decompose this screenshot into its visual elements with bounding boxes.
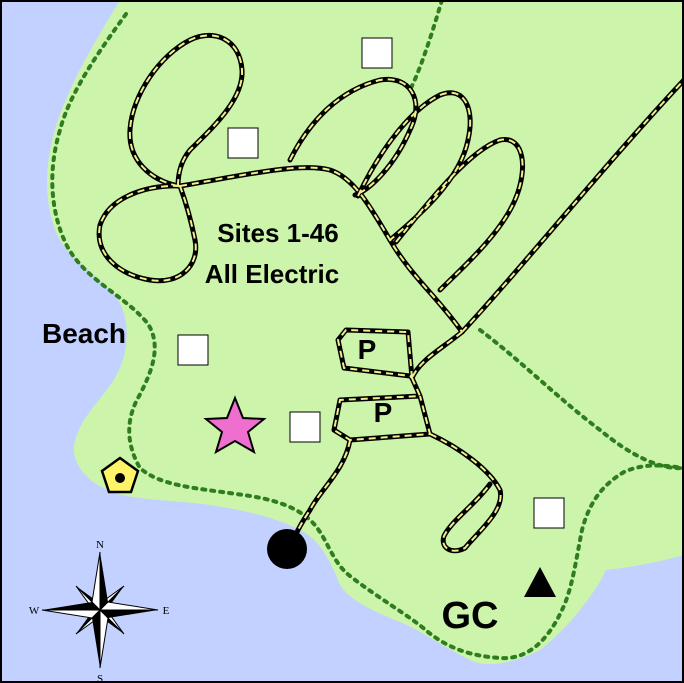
pentagon-icon[interactable] — [100, 456, 140, 494]
compass-north: N — [96, 539, 104, 551]
water-inlet — [552, 555, 684, 683]
trail-segment-highlight — [429, 433, 502, 552]
group-camp-label: GC — [442, 595, 499, 637]
park-boundary — [50, 0, 684, 661]
electric-label: All Electric — [205, 259, 339, 289]
trail-segment-highlight — [411, 331, 463, 379]
white-square-icon[interactable] — [289, 411, 321, 443]
parking-label-1: P — [358, 334, 377, 365]
white-square-icon[interactable] — [361, 37, 393, 69]
parking-label-2: P — [374, 397, 393, 428]
sites-label: Sites 1-46 — [217, 218, 338, 248]
trail-segment-highlight — [179, 166, 463, 333]
star-icon[interactable] — [203, 395, 267, 455]
compass-east: E — [163, 605, 170, 617]
trail-segment-highlight — [395, 138, 524, 291]
beach-label: Beach — [42, 318, 126, 349]
compass-west: W — [29, 605, 40, 617]
trail-segment-highlight — [128, 34, 244, 188]
triangle-icon[interactable] — [524, 567, 556, 597]
compass-rose-icon: N S E W — [29, 539, 170, 683]
black-circle-icon[interactable] — [267, 529, 307, 569]
compass-south: S — [97, 673, 103, 683]
white-square-icon[interactable] — [177, 334, 209, 366]
trail-segment-highlight — [98, 184, 197, 282]
trail-segment-highlight — [336, 328, 414, 381]
white-square-icon[interactable] — [533, 497, 565, 529]
facility-squares — [177, 37, 565, 529]
white-square-icon[interactable] — [227, 127, 259, 159]
trail-segment-highlight — [357, 91, 472, 241]
